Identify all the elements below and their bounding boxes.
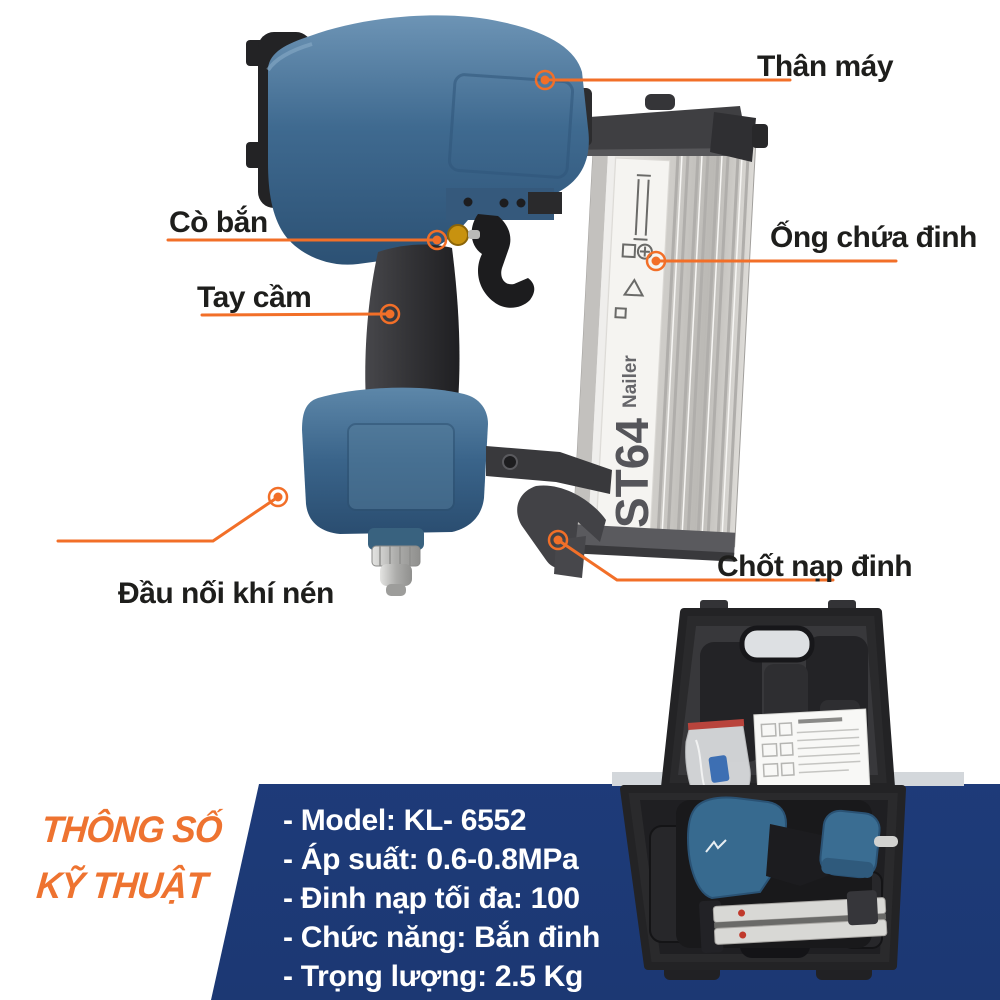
air-canister <box>302 387 488 534</box>
spec-item-model: - Model: KL- 6552 <box>283 804 527 837</box>
spec-item-capacity: - Đinh nạp tối đa: 100 <box>283 882 580 915</box>
label-tay-cam: Tay cầm <box>197 281 312 314</box>
callout-line-chot-nap-dinh <box>556 538 835 582</box>
callout-lines <box>56 78 898 582</box>
tool-body <box>246 15 589 265</box>
trigger <box>447 214 535 308</box>
label-co-ban: Cò bắn <box>169 206 268 239</box>
callout-line-dau-noi-khi-nen <box>56 495 280 543</box>
magazine <box>571 136 757 562</box>
label-chot-nap-dinh: Chốt nạp đinh <box>717 550 913 583</box>
brass-valve <box>447 224 469 246</box>
specs-heading: THÔNG SỐ KỸ THUẬT <box>34 802 224 914</box>
instruction-manual <box>753 708 871 798</box>
safety-icons <box>614 174 653 319</box>
carrying-case-photo <box>612 600 964 980</box>
label-dau-noi-khi-nen: Đầu nối khí nén <box>118 577 334 610</box>
callout-line-tay-cam <box>200 312 392 317</box>
label-ong-chua-dinh: Ống chứa đinh <box>770 221 977 254</box>
label-than-may: Thân máy <box>757 50 894 83</box>
handle-grip <box>365 244 460 430</box>
spec-item-pressure: - Áp suất: 0.6-0.8MPa <box>283 843 579 876</box>
spec-item-weight: - Trọng lượng: 2.5 Kg <box>283 960 584 993</box>
loading-latch <box>486 446 612 578</box>
spec-item-function: - Chức năng: Bắn đinh <box>283 921 601 954</box>
magazine-model-text: ST64 <box>606 418 658 528</box>
specs-list: - Model: KL- 6552 - Áp suất: 0.6-0.8MPa … <box>283 801 600 996</box>
case-handle-cutout <box>739 625 815 663</box>
air-connector <box>368 528 424 596</box>
magazine-brand-text: Nailer <box>620 355 641 408</box>
callout-dots <box>267 69 667 551</box>
specs-heading-line2: KỸ THUẬT <box>34 865 209 906</box>
specs-heading-line1: THÔNG SỐ <box>39 809 224 850</box>
nailer-in-case <box>676 796 898 953</box>
nail-gun: ST64 Nailer <box>246 15 768 596</box>
